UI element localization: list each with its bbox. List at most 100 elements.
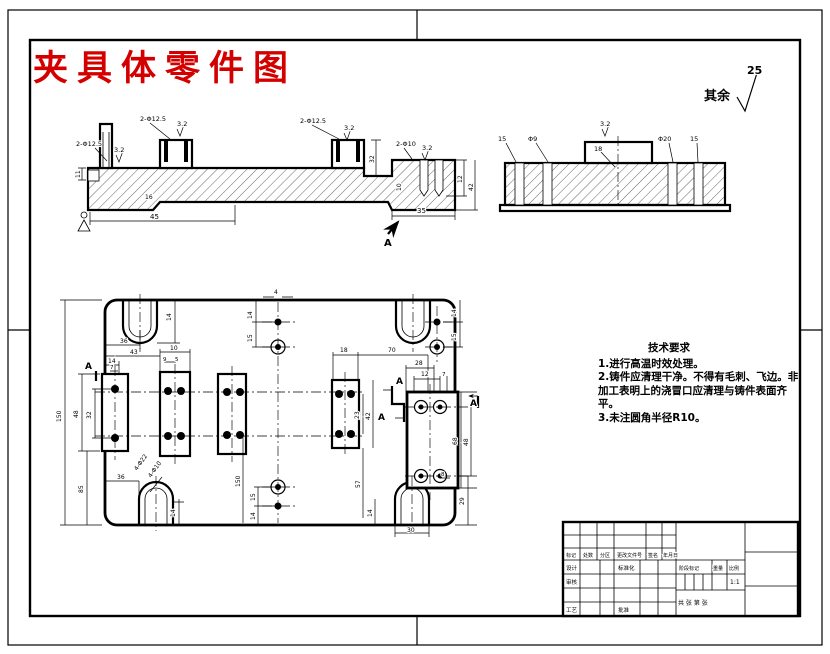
dim-label: 14 (367, 509, 374, 517)
dim-label: 42 (468, 183, 475, 191)
dim-label: 12 (457, 175, 464, 183)
dim-label: 15 (247, 334, 254, 342)
dim-label: 18 (594, 145, 602, 153)
titleblock-label: 更改文件号 (617, 552, 642, 559)
section-view-2 (498, 140, 732, 213)
dim-label: 15 (250, 493, 257, 501)
tech-req-line: 3.未注圆角半径R10。 (598, 411, 706, 424)
dim-label: Φ20 (658, 135, 671, 143)
tech-req-line: 2.铸件应清理干净。不得有毛刺、飞边。非 (598, 371, 799, 383)
titleblock-label: 阶段标记 (679, 565, 699, 572)
titleblock-label: 分区 (600, 552, 610, 559)
dim-label: 15 (690, 135, 698, 143)
bar-body (503, 161, 727, 207)
dim-label: 14 (250, 512, 257, 520)
dim-label: 23 (354, 411, 361, 419)
dim-label: 2-Φ12.5 (140, 115, 166, 123)
dim-label: 42 (365, 412, 372, 420)
dim-label: 14 (451, 309, 458, 317)
dim-label: 14 (170, 509, 177, 517)
dim-label: 12 (421, 371, 429, 378)
dim-label: 2-Φ12.5 (76, 140, 102, 148)
section-arrow (383, 220, 400, 239)
dim-label: 150 (56, 410, 63, 422)
datum-symbol (77, 219, 91, 232)
dimension-lines-sections (78, 121, 699, 225)
dim-label: 10 (396, 183, 403, 191)
section-cut-arrow (383, 389, 478, 419)
dim-label: 43 (130, 349, 138, 356)
dim-label: 150 (235, 475, 242, 487)
titleblock-sheet: 共 张 第 张 (678, 599, 708, 607)
titleblock-label: 批准 (618, 606, 630, 614)
titleblock-label: 重量 (713, 565, 723, 572)
dim-label: 35 (417, 207, 426, 215)
dim-label: 28 (415, 360, 423, 367)
dim-label: 68 (452, 437, 459, 445)
titleblock-label: 比例 (729, 565, 739, 572)
dim-label: 9 (163, 357, 167, 363)
dim-label: 36 (117, 474, 125, 481)
dim-label: 4 (274, 289, 278, 296)
roughness-note-value: 25 (747, 64, 762, 77)
drilled-holes (419, 159, 444, 197)
dim-label: 3.2 (344, 124, 354, 132)
dim-label: 15 (451, 333, 458, 341)
centering-tick-marks (8, 10, 822, 645)
section-view-a-a (77, 122, 457, 239)
titleblock-label: 工艺 (566, 607, 578, 614)
tech-req-line: 1.进行高温时效处理。 (598, 357, 704, 370)
technical-requirements: 技术要求 1.进行高温时效处理。 2.铸件应清理干净。不得有毛刺、飞边。非 加工… (598, 342, 803, 425)
dim-label: 5 (175, 357, 179, 363)
dim-label: 14 (108, 358, 116, 365)
dim-label: 2-Φ12.5 (300, 117, 326, 125)
title-block (561, 520, 800, 618)
titleblock-label: 标记 (566, 552, 576, 559)
dim-label: A (396, 377, 403, 387)
dim-label: 14 (166, 313, 173, 321)
roughness-check-icon (736, 72, 758, 113)
tech-req-heading: 技术要求 (648, 342, 690, 354)
titleblock-label: 签名 (648, 552, 658, 559)
dim-label: 8 (441, 472, 445, 478)
dim-label: 32 (369, 155, 376, 163)
dim-label: 3.2 (422, 144, 432, 152)
dim-label: A (85, 362, 92, 372)
titleblock-scale: 1:1 (730, 579, 740, 586)
centerlines (95, 136, 619, 531)
tech-req-line: 平。 (598, 398, 619, 410)
titleblock-label: 标准化 (618, 564, 635, 572)
dim-label: 3.2 (177, 120, 187, 128)
dim-label: 3.2 (114, 146, 124, 154)
counterbore-notch (87, 169, 100, 182)
titleblock-label: 审核 (566, 578, 578, 586)
sheet-frame (7, 9, 823, 646)
dim-label: 10 (170, 345, 178, 352)
tech-req-line: 加工表明上的浇冒口应清理与铸件表面齐 (598, 384, 787, 397)
page-title: 夹具体零件图 (33, 49, 298, 89)
dim-label: A (378, 413, 385, 423)
dim-label: 48 (73, 410, 80, 418)
dim-label: Φ9 (528, 135, 537, 143)
dim-label: 85 (78, 485, 85, 493)
dim-label: 2-Φ10 (396, 140, 416, 148)
dim-label: 18 (340, 347, 348, 354)
dim-label: 7 (442, 372, 446, 378)
dim-label: 48 (463, 438, 470, 446)
dim-label: 45 (150, 213, 159, 221)
holes-counterbored (270, 339, 448, 495)
center-boss (583, 140, 654, 165)
dim-label: 36 (120, 338, 128, 345)
titleblock-label: 年月日 (663, 552, 678, 559)
titleblock-label: 处数 (583, 552, 593, 559)
section-cut-line (94, 371, 480, 422)
dim-label: 32 (86, 411, 93, 419)
dim-label: 70 (388, 347, 396, 354)
dim-label: 7 (110, 365, 114, 371)
dim-label: 3.2 (600, 120, 610, 128)
plan-view (94, 298, 480, 527)
dim-label: 15 (498, 135, 506, 143)
